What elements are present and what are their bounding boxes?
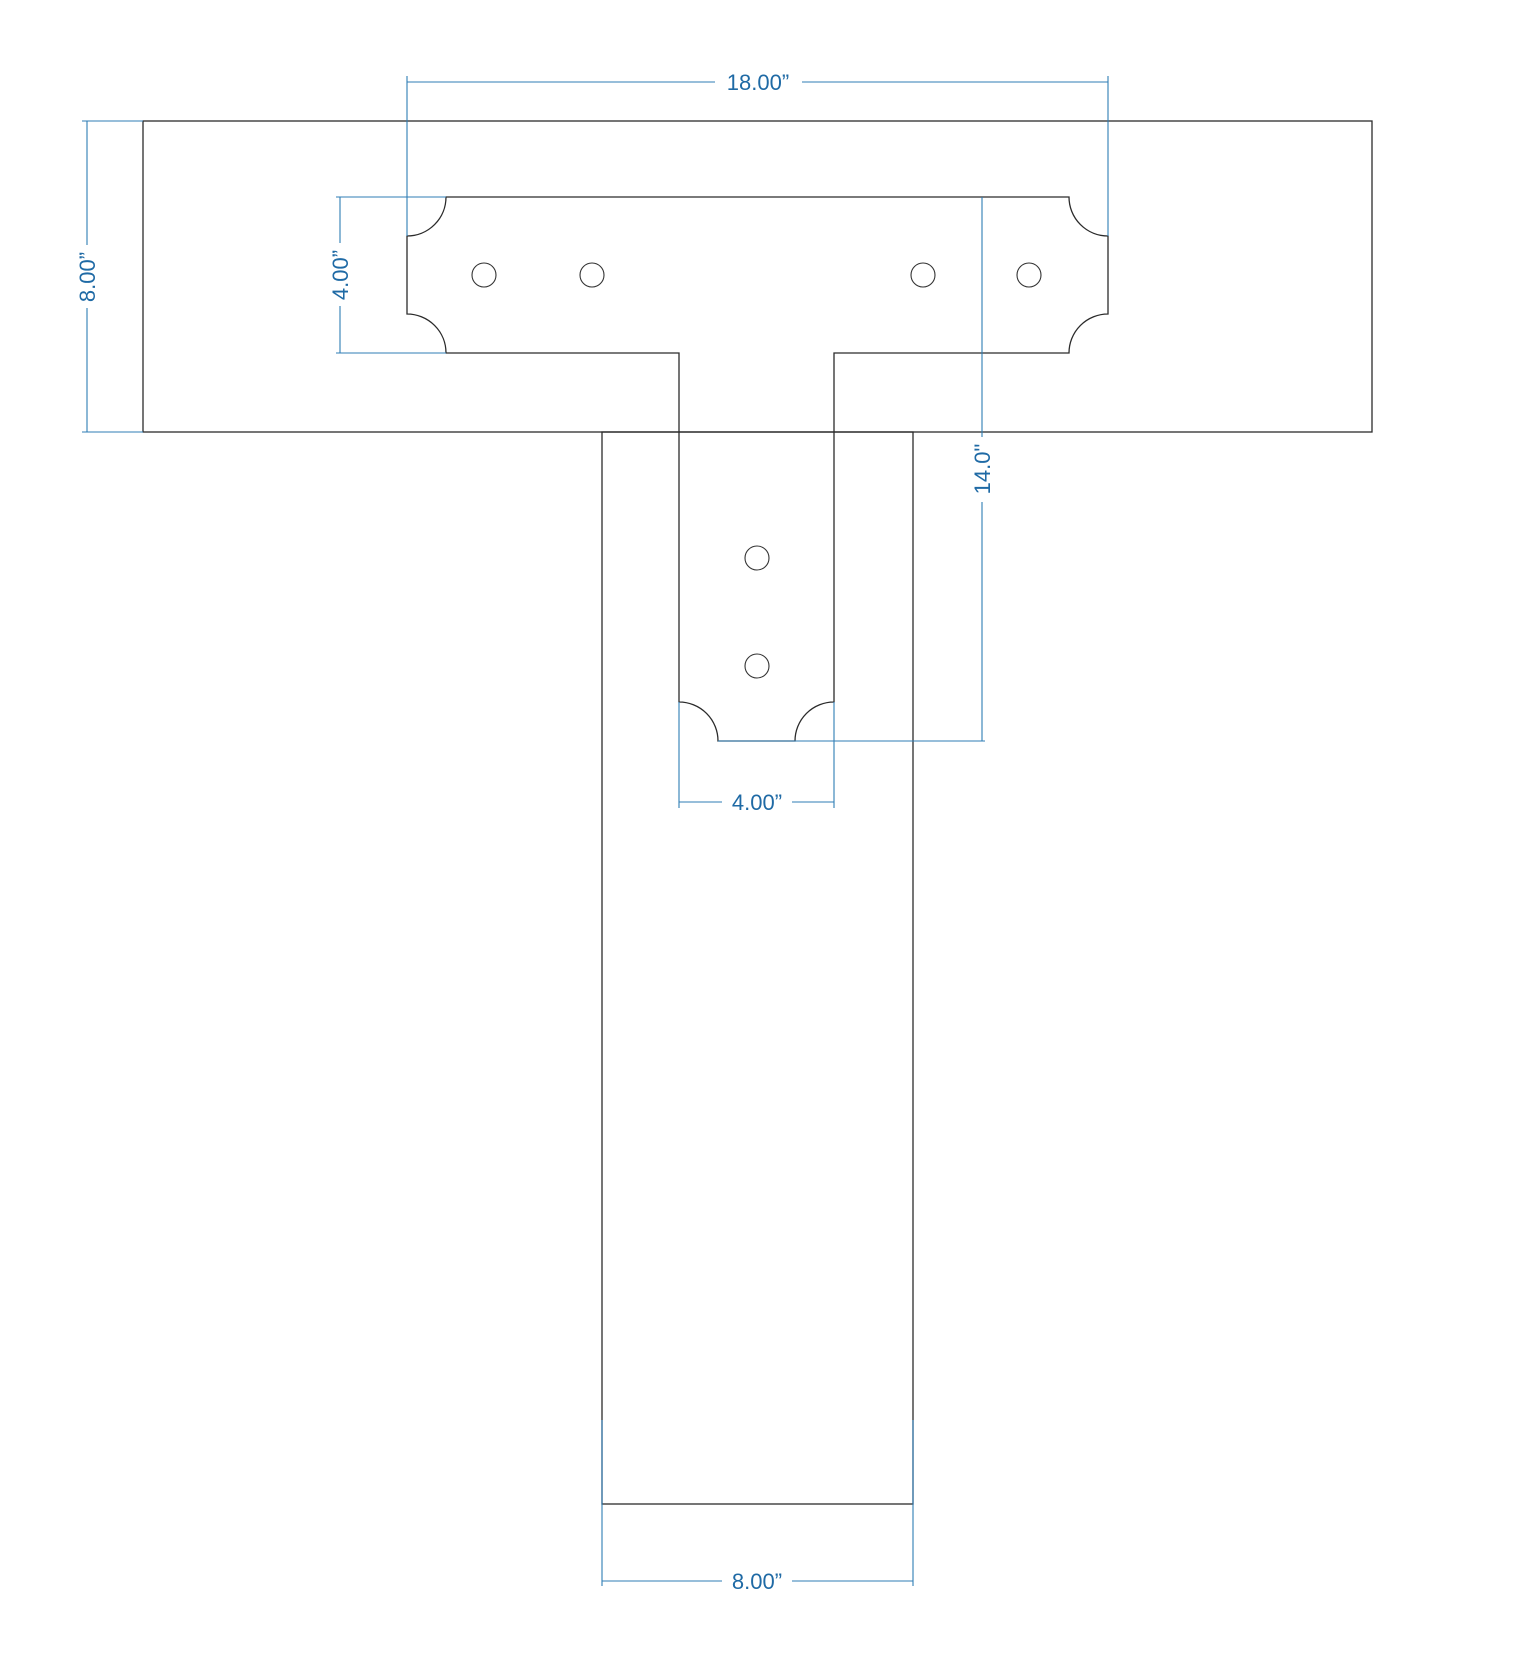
bolt-hole [579,262,605,288]
dimension-label: 8.00” [75,252,100,302]
bolt-hole [744,545,770,571]
bolt-hole [1016,262,1042,288]
dimension-label: 4.00” [732,790,782,815]
dimension-label: 14.0" [970,444,995,495]
dimension-label: 8.00” [732,1569,782,1594]
post-outline [601,431,914,1505]
bolt-hole [910,262,936,288]
dimension-label: 18.00” [727,70,789,95]
dimension-label: 4.00” [328,250,353,300]
bolt-hole [471,262,497,288]
dimension-stem-width: 4.00” [678,702,835,815]
dimension-arm-height: 4.00” [328,196,446,354]
dimension-total-height: 14.0" [718,197,995,742]
bolt-hole [744,653,770,679]
dimension-post-width: 8.00” [601,1420,914,1594]
dimension-beam-height: 8.00” [75,120,143,433]
dimension-bracket-width: 18.00” [406,70,1109,236]
